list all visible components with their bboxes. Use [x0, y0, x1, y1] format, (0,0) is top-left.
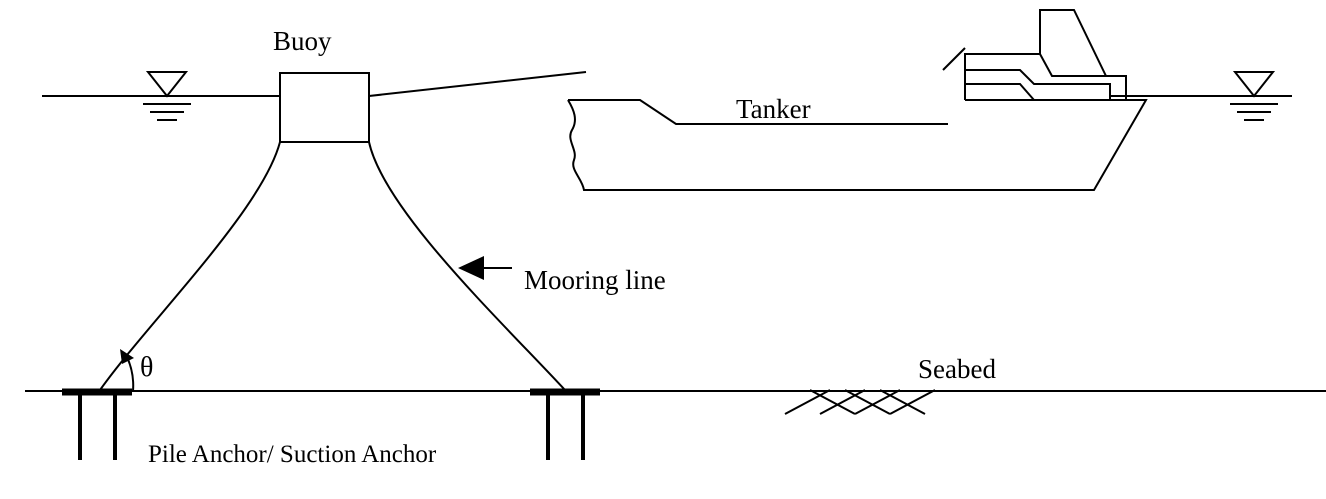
anchor-label: Pile Anchor/ Suction Anchor	[148, 441, 437, 468]
theta-label: θ	[140, 352, 153, 383]
mooring-line-label: Mooring line	[524, 265, 666, 295]
water-level-icon	[1230, 71, 1278, 121]
buoy	[279, 72, 370, 143]
pile-anchor-right	[530, 388, 600, 460]
mooring-line-right	[368, 141, 566, 391]
pile-anchor-left	[62, 388, 132, 460]
water-level-icon	[143, 71, 191, 121]
buoy-label: Buoy	[273, 26, 332, 56]
tanker	[567, 9, 1148, 191]
seabed-hatch	[784, 389, 936, 415]
tanker-label: Tanker	[736, 94, 811, 124]
mooring-line-left	[99, 141, 281, 391]
theta-angle-arrow	[120, 349, 135, 392]
mooring-line-arrow-icon	[458, 256, 512, 280]
seabed-label: Seabed	[918, 354, 996, 384]
hawser-line	[368, 71, 587, 97]
